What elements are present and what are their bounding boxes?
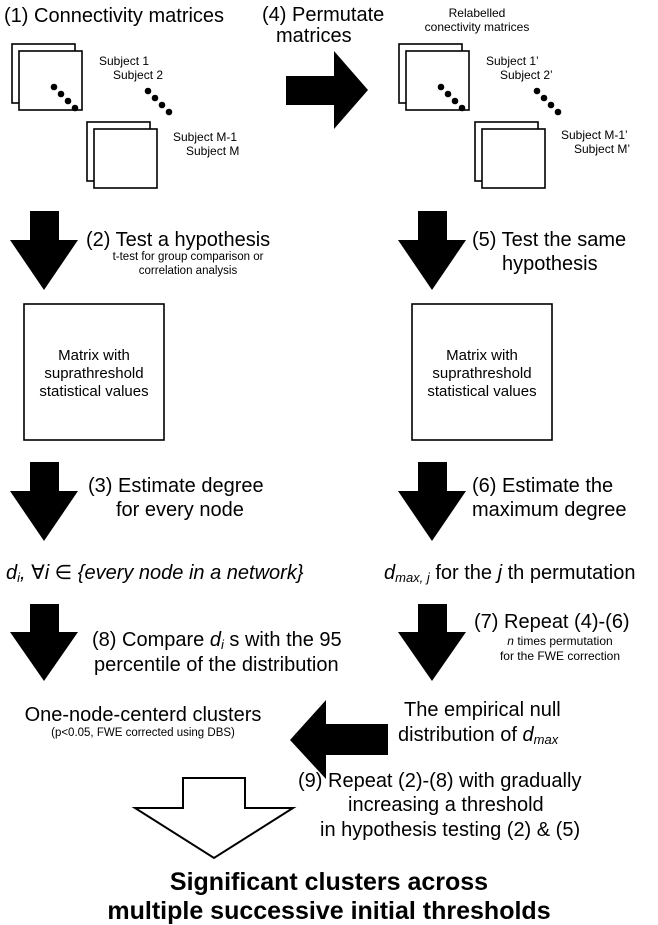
clusters-title: One-node-centerd clusters <box>24 704 262 726</box>
degree-max-permutation: dmax, j for the j th permutation <box>384 562 636 585</box>
left-ellipsis-dots-1 <box>50 83 79 112</box>
matrix-box-left <box>23 303 165 441</box>
step6-title-line2: maximum degree <box>472 499 627 521</box>
matrix-box-left-line3: statistical values <box>39 383 149 400</box>
subject-label-1: Subject 1 <box>99 54 150 68</box>
step9-line2: increasing a threshold <box>348 794 544 816</box>
right-ellipsis-dots-2 <box>533 87 562 116</box>
matrix-box-left-line1: Matrix with <box>58 347 130 364</box>
step5-title-line2: hypothesis <box>502 253 598 275</box>
matrix-box-right-line2: suprathreshold <box>432 365 532 382</box>
null-distribution-line1: The empirical null <box>404 699 561 721</box>
matrix-box-right-line1: Matrix with <box>446 347 518 364</box>
down-arrow-left-1 <box>10 211 78 290</box>
relabelled-subject-label-m: Subject M’ <box>574 142 631 156</box>
left-arrow <box>290 700 388 779</box>
step9-line1: (9) Repeat (2)-(8) with gradually <box>298 770 582 792</box>
degree-every-node: di, ∀i ∈ {every node in a network} <box>6 562 304 585</box>
step4-title-line2: matrices <box>276 25 352 47</box>
down-arrow-left-3 <box>10 604 78 681</box>
right-ellipsis-dots-1 <box>437 83 466 112</box>
step7-title: (7) Repeat (4)-(6) <box>474 611 630 633</box>
right-matrix-stack-bottom <box>474 121 546 189</box>
step2-subtitle-line2: correlation analysis <box>138 265 238 277</box>
relabelled-subject-label-m-1: Subject M-1’ <box>561 128 628 142</box>
step2-subtitle-line1: t-test for group comparison or <box>112 251 264 263</box>
step5-title-line1: (5) Test the same <box>472 229 627 251</box>
step9-line3: in hypothesis testing (2) & (5) <box>320 819 581 841</box>
step3-title-line2: for every node <box>116 499 244 521</box>
left-matrix-stack-top <box>11 43 83 111</box>
matrix-box-left-line2: suprathreshold <box>44 365 144 382</box>
final-conclusion-line1: Significant clusters across <box>169 868 489 896</box>
final-hollow-arrow <box>131 777 297 860</box>
right-matrix-stack-top <box>398 43 470 111</box>
relabelled-subject-label-2: Subject 2’ <box>500 68 553 82</box>
matrix-box-right <box>411 303 553 441</box>
subject-label-m-1: Subject M-1 <box>173 130 238 144</box>
step6-title-line1: (6) Estimate the <box>472 475 614 497</box>
left-ellipsis-dots-2 <box>144 87 173 116</box>
step1-title: (1) Connectivity matrices <box>4 5 225 27</box>
null-distribution-line2: distribution of dmax <box>398 724 559 747</box>
left-matrix-stack-bottom <box>86 121 158 189</box>
down-arrow-right-3 <box>398 604 466 681</box>
clusters-subtitle: (p<0.05, FWE corrected using DBS) <box>51 727 235 739</box>
subject-label-2: Subject 2 <box>113 68 164 82</box>
down-arrow-right-1 <box>398 211 466 290</box>
down-arrow-right-2 <box>398 462 466 541</box>
step4-title-line1: (4) Permutate <box>262 4 385 26</box>
step2-title: (2) Test a hypothesis <box>86 229 271 251</box>
matrix-box-right-line3: statistical values <box>427 383 537 400</box>
step7-subtitle-line2: for the FWE correction <box>499 649 621 663</box>
step3-title-line1: (3) Estimate degree <box>88 475 264 497</box>
relabelled-title-line1: Relabelled <box>448 6 506 20</box>
permute-arrow <box>286 51 368 129</box>
subject-label-m: Subject M <box>186 144 240 158</box>
down-arrow-left-2 <box>10 462 78 541</box>
final-conclusion-line2: multiple successive initial thresholds <box>107 897 551 925</box>
step8-title-line1: (8) Compare di s with the 95 <box>92 629 342 652</box>
relabelled-subject-label-1: Subject 1’ <box>486 54 539 68</box>
step7-subtitle-line1: n times permutation <box>507 634 613 648</box>
step8-title-line2: percentile of the distribution <box>94 654 339 676</box>
relabelled-title-line2: conectivity matrices <box>424 20 530 34</box>
